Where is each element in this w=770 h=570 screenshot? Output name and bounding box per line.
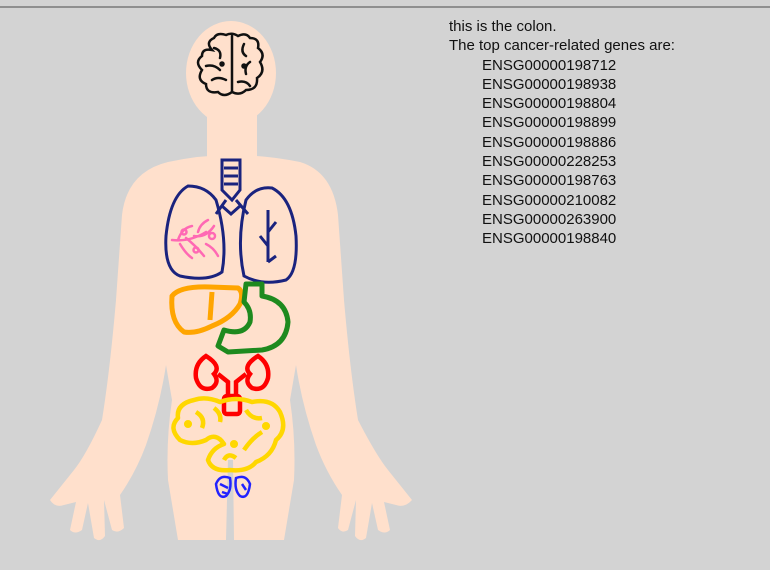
body-silhouette bbox=[50, 21, 412, 541]
top-divider bbox=[0, 6, 770, 8]
gene-item: ENSG00000198712 bbox=[482, 56, 617, 74]
gene-item: ENSG00000198886 bbox=[482, 133, 617, 151]
gene-item: ENSG00000198763 bbox=[482, 172, 617, 190]
colon-icon[interactable] bbox=[171, 396, 286, 473]
gene-list: ENSG00000198712 ENSG00000198938 ENSG0000… bbox=[449, 56, 764, 249]
gene-item: ENSG00000210082 bbox=[482, 191, 617, 209]
genes-heading: The top cancer-related genes are: bbox=[449, 37, 675, 55]
stomach-icon[interactable] bbox=[215, 281, 291, 355]
body-diagram bbox=[50, 21, 412, 541]
brain-icon[interactable] bbox=[196, 32, 264, 97]
organ-description: this is the colon. bbox=[449, 18, 557, 35]
gene-item: ENSG00000198804 bbox=[482, 95, 617, 113]
kidneys-icon[interactable] bbox=[193, 353, 271, 417]
liver-icon[interactable] bbox=[169, 284, 245, 335]
bladder-icon[interactable] bbox=[214, 475, 252, 498]
organ-info-panel: this is the colon. The top cancer-relate… bbox=[449, 17, 764, 249]
gene-item: ENSG00000228253 bbox=[482, 153, 617, 171]
trachea-icon[interactable] bbox=[214, 158, 250, 217]
gene-item: ENSG00000198840 bbox=[482, 230, 617, 248]
gene-item: ENSG00000198938 bbox=[482, 75, 617, 93]
gene-item: ENSG00000198899 bbox=[482, 114, 617, 132]
bronchi-icon[interactable] bbox=[170, 218, 220, 260]
gene-item: ENSG00000263900 bbox=[482, 210, 617, 228]
lungs-icon[interactable] bbox=[164, 184, 298, 284]
